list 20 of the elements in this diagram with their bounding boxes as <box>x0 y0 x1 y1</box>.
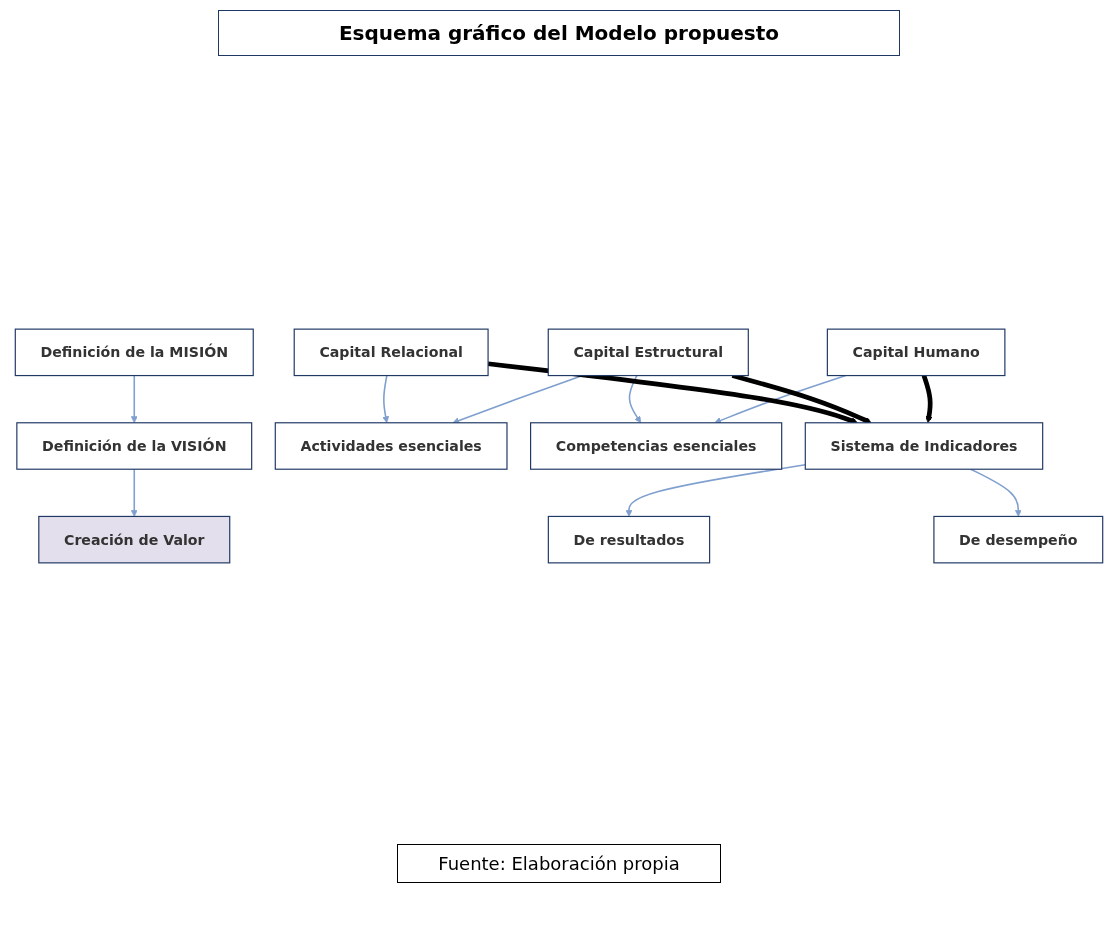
node-box: Creación de Valor <box>38 515 231 564</box>
node-box: Competencias esenciales <box>530 422 783 470</box>
node-box: Capital Humano <box>826 328 1006 377</box>
arrow <box>130 468 138 517</box>
node-box: De resultados <box>547 515 711 564</box>
arrow <box>921 374 933 424</box>
arrow <box>628 374 642 424</box>
node-box: Actividades esenciales <box>274 422 508 470</box>
node-box: Capital Relacional <box>293 328 489 377</box>
arrow <box>130 374 138 424</box>
node-box: Definición de la MISIÓN <box>14 328 254 377</box>
node-box: Definición de la VISIÓN <box>16 422 253 470</box>
arrow <box>714 374 847 424</box>
node-box: Capital Estructural <box>547 328 749 377</box>
node-box: Sistema de Indicadores <box>804 422 1044 470</box>
diagram-title: Esquema gráfico del Modelo propuesto <box>217 10 901 56</box>
arrow <box>969 468 1022 517</box>
node-box: De desempeño <box>933 515 1104 564</box>
arrow <box>382 374 390 424</box>
caption: Fuente: Elaboración propia <box>397 844 721 883</box>
